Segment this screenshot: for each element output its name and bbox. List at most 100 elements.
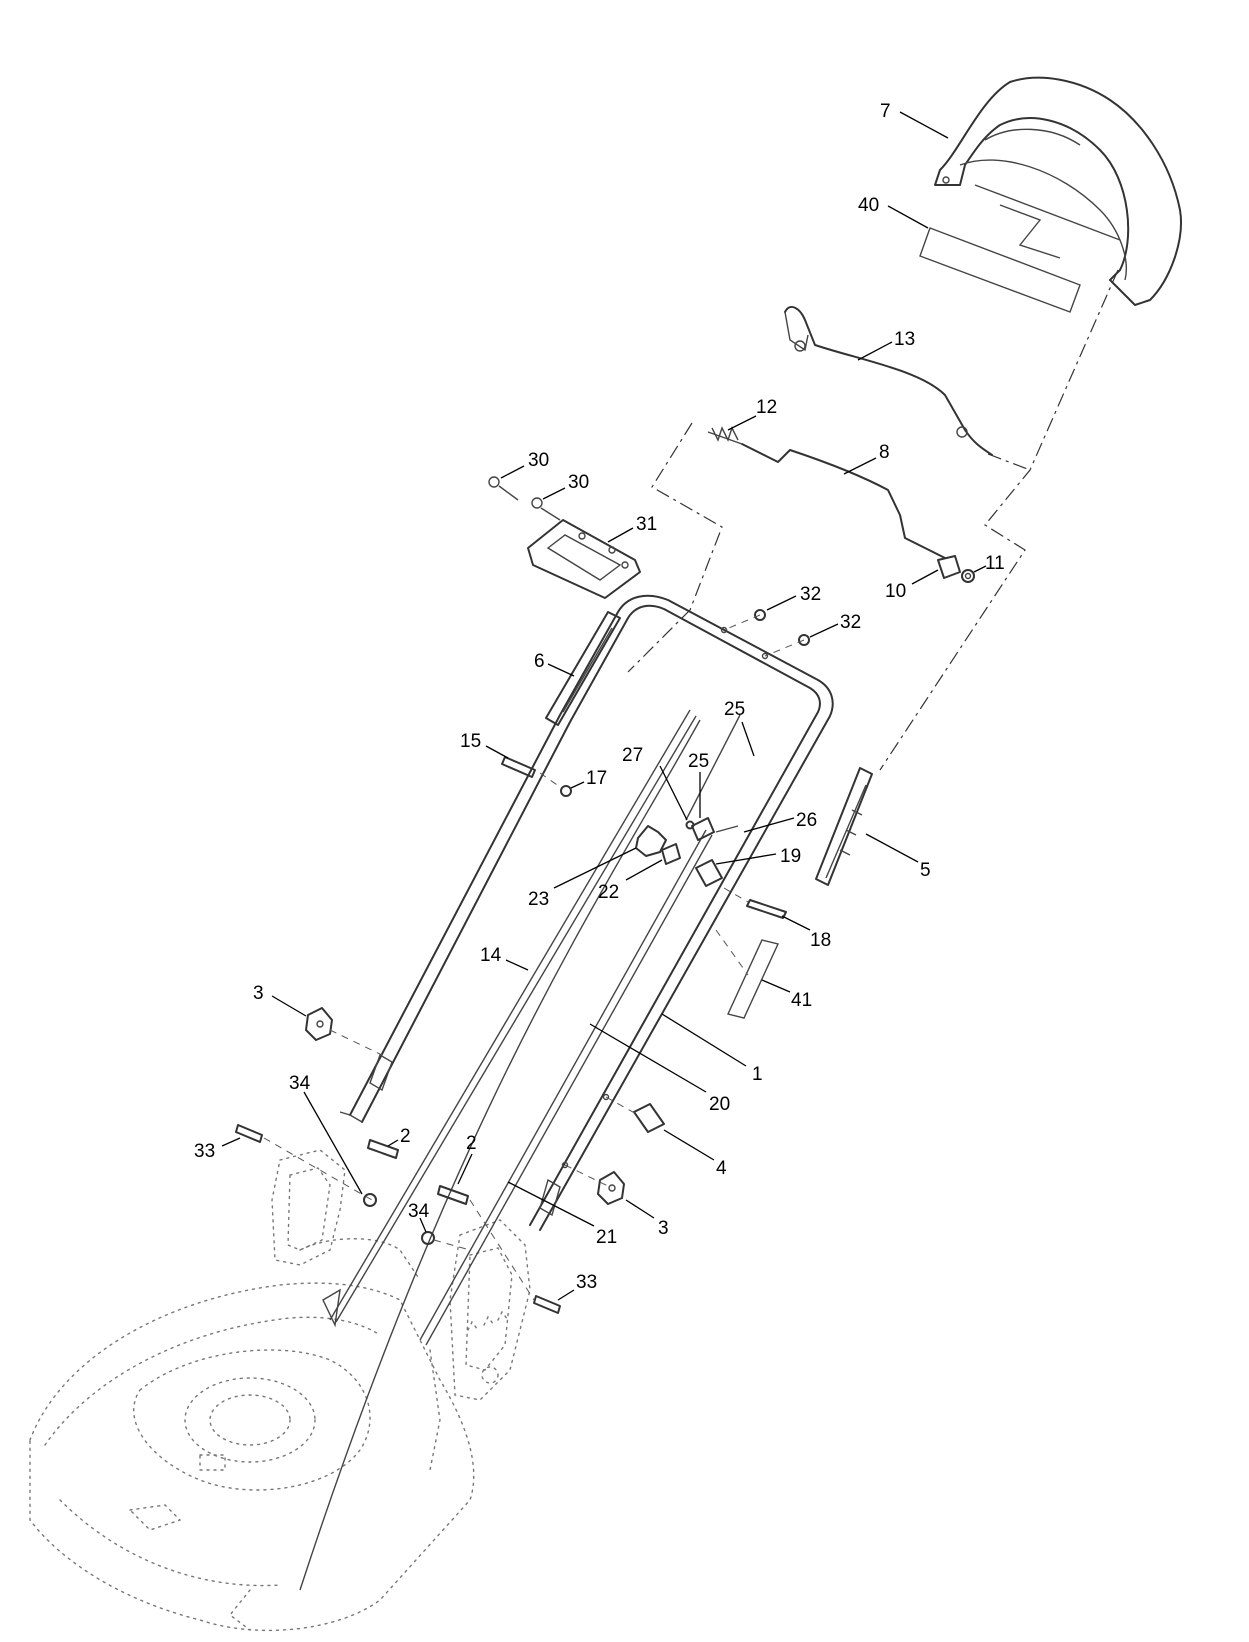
svg-text:3: 3 bbox=[253, 983, 264, 1004]
callout-12: 12 bbox=[727, 397, 777, 431]
bolt-15 bbox=[501, 756, 536, 778]
nut-11 bbox=[961, 569, 975, 583]
callout-33-lower: 33 bbox=[557, 1272, 597, 1301]
decal-40 bbox=[919, 204, 1081, 313]
control-console bbox=[527, 519, 641, 599]
callout-17: 17 bbox=[570, 768, 607, 789]
callout-34-upper: 34 bbox=[289, 1073, 363, 1195]
svg-text:19: 19 bbox=[780, 846, 801, 867]
callout-labels: 7 40 13 12 8 30 30 31 bbox=[194, 101, 1005, 1301]
callout-8: 8 bbox=[843, 442, 890, 475]
svg-text:5: 5 bbox=[920, 860, 931, 881]
mower-deck bbox=[29, 1238, 475, 1632]
svg-text:32: 32 bbox=[800, 584, 821, 605]
svg-text:3: 3 bbox=[658, 1218, 669, 1239]
svg-text:33: 33 bbox=[194, 1141, 215, 1162]
svg-text:18: 18 bbox=[810, 930, 831, 951]
knob-30-lower bbox=[531, 497, 561, 521]
svg-text:25: 25 bbox=[724, 699, 745, 720]
svg-text:30: 30 bbox=[528, 450, 549, 471]
svg-text:34: 34 bbox=[289, 1073, 311, 1094]
cables bbox=[299, 709, 741, 1591]
callout-13: 13 bbox=[857, 329, 915, 361]
callout-20: 20 bbox=[589, 1023, 730, 1115]
bolt-2-lower bbox=[437, 1185, 469, 1205]
svg-text:25: 25 bbox=[688, 751, 709, 772]
pin-33-lower bbox=[533, 1295, 561, 1314]
left-height-bracket bbox=[271, 1149, 346, 1266]
callout-3-lower: 3 bbox=[625, 1199, 669, 1239]
bolt-2-upper bbox=[367, 1139, 399, 1159]
callout-30-lower: 30 bbox=[542, 472, 589, 500]
callout-14: 14 bbox=[480, 945, 529, 971]
control-rod bbox=[707, 426, 946, 559]
adapter-4 bbox=[633, 1103, 665, 1133]
callout-26: 26 bbox=[743, 810, 817, 833]
left-rail-cover bbox=[545, 611, 621, 726]
svg-text:23: 23 bbox=[528, 889, 549, 910]
pin-33-upper bbox=[235, 1124, 263, 1143]
upper-handle-grip bbox=[934, 76, 1182, 306]
right-height-bracket bbox=[449, 1219, 531, 1401]
nut-27 bbox=[685, 820, 695, 830]
svg-text:12: 12 bbox=[756, 397, 777, 418]
nut-34-lower bbox=[421, 1231, 435, 1245]
callout-19: 19 bbox=[715, 846, 801, 867]
svg-text:21: 21 bbox=[596, 1227, 617, 1248]
svg-text:17: 17 bbox=[586, 768, 607, 789]
svg-text:10: 10 bbox=[885, 581, 906, 602]
callout-7: 7 bbox=[880, 101, 949, 139]
svg-text:32: 32 bbox=[840, 612, 861, 633]
bolt-18 bbox=[746, 899, 787, 919]
decal-41 bbox=[727, 939, 779, 1019]
svg-text:11: 11 bbox=[985, 553, 1005, 574]
cable-bracket-19 bbox=[695, 859, 723, 887]
callout-11: 11 bbox=[973, 553, 1005, 574]
svg-text:2: 2 bbox=[400, 1126, 411, 1147]
callout-6: 6 bbox=[534, 651, 575, 677]
nut-32-b bbox=[798, 634, 810, 646]
nut-34-upper bbox=[363, 1193, 377, 1207]
callout-32-b: 32 bbox=[809, 612, 861, 638]
callout-23: 23 bbox=[528, 847, 637, 910]
callout-40: 40 bbox=[858, 195, 929, 229]
callout-10: 10 bbox=[885, 569, 939, 602]
lower-handle bbox=[339, 594, 834, 1231]
bushing-10 bbox=[937, 555, 961, 579]
svg-text:15: 15 bbox=[460, 731, 481, 752]
svg-text:33: 33 bbox=[576, 1272, 597, 1293]
right-rail-cover bbox=[815, 767, 873, 886]
callout-30-upper: 30 bbox=[500, 450, 549, 479]
svg-text:30: 30 bbox=[568, 472, 589, 493]
screw-26 bbox=[715, 825, 739, 833]
callout-3-upper: 3 bbox=[253, 983, 307, 1017]
callout-25: 25 bbox=[688, 751, 709, 818]
callout-31: 31 bbox=[607, 514, 657, 543]
svg-text:6: 6 bbox=[534, 651, 545, 672]
callout-34-lower: 34 bbox=[408, 1201, 430, 1233]
callout-2-upper: 2 bbox=[387, 1126, 411, 1147]
callout-1: 1 bbox=[661, 1013, 763, 1085]
callout-4: 4 bbox=[663, 1129, 727, 1179]
svg-text:27: 27 bbox=[622, 745, 643, 766]
spacer-22 bbox=[661, 843, 681, 865]
svg-text:7: 7 bbox=[880, 101, 891, 122]
svg-text:31: 31 bbox=[636, 514, 657, 535]
callout-5: 5 bbox=[865, 833, 931, 881]
assembly-lines bbox=[263, 269, 1119, 1301]
knob-30-upper bbox=[488, 476, 519, 501]
callout-15: 15 bbox=[460, 731, 509, 759]
callout-32-a: 32 bbox=[766, 584, 821, 611]
callout-41: 41 bbox=[761, 979, 812, 1011]
svg-text:40: 40 bbox=[858, 195, 879, 216]
cable-clamp-25 bbox=[691, 817, 715, 841]
callout-24: 25 bbox=[724, 699, 755, 757]
nut-32-a bbox=[754, 609, 766, 621]
svg-text:14: 14 bbox=[480, 945, 502, 966]
svg-text:8: 8 bbox=[879, 442, 890, 463]
svg-text:13: 13 bbox=[894, 329, 915, 350]
knob-3-lower bbox=[597, 1171, 625, 1205]
callout-18: 18 bbox=[781, 915, 831, 951]
operator-bail bbox=[784, 305, 993, 456]
